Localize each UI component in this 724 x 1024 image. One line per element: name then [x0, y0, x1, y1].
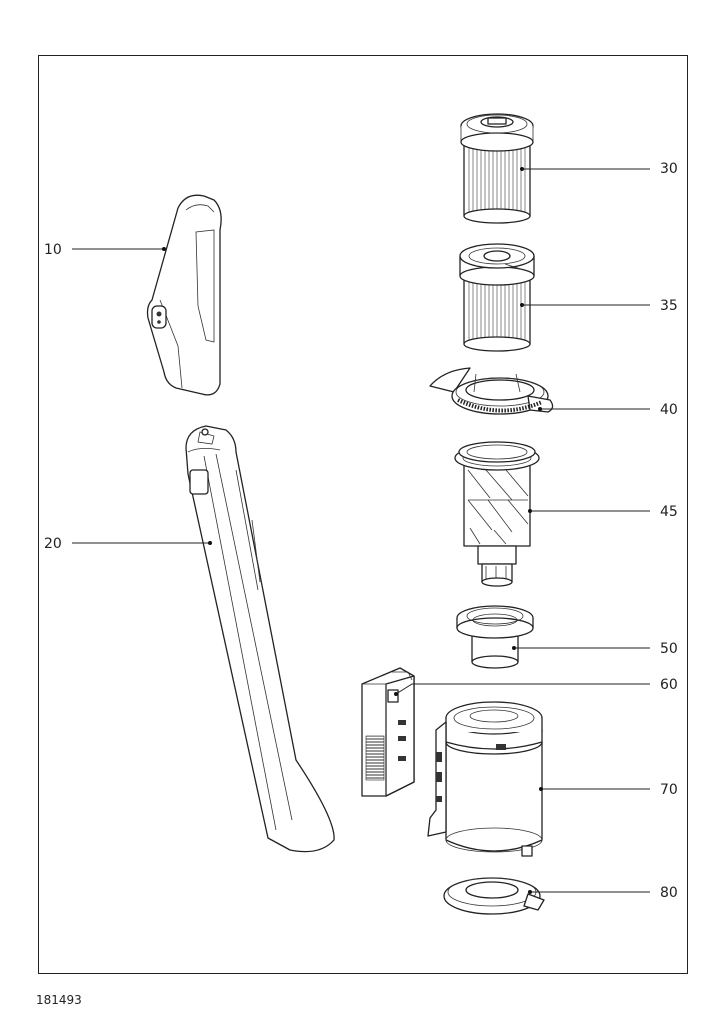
part-filter	[459, 243, 535, 352]
callout-leaders	[72, 167, 650, 894]
callout-labels: 10 20 30 35 40 45 50 60 70 80	[44, 161, 678, 901]
part-cyclone-cage	[454, 441, 540, 587]
part-bottom-lid	[443, 877, 545, 915]
callout-80: 80	[660, 885, 678, 901]
document-id: 181493	[36, 993, 82, 1007]
callout-60: 60	[660, 677, 678, 693]
callout-70: 70	[660, 782, 678, 798]
part-bracket	[361, 667, 415, 797]
part-dust-bin	[427, 701, 543, 857]
drawing-frame	[38, 55, 688, 974]
callout-45: 45	[660, 504, 678, 520]
part-tube	[185, 425, 335, 853]
callout-35: 35	[660, 298, 678, 314]
callout-20: 20	[44, 536, 62, 552]
part-handle	[146, 194, 222, 396]
callout-40: 40	[660, 402, 678, 418]
part-filter-top	[460, 113, 534, 224]
part-seal-ring	[456, 605, 534, 669]
part-ring-latch	[429, 367, 554, 415]
callout-10: 10	[44, 242, 62, 258]
callout-30: 30	[660, 161, 678, 177]
callout-50: 50	[660, 641, 678, 657]
